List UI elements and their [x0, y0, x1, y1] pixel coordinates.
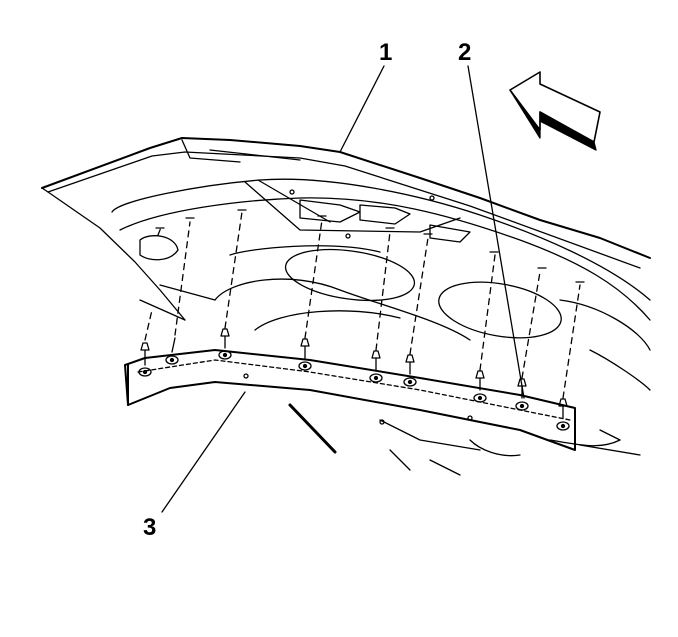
direction-arrow-icon: [509, 71, 601, 151]
retainer: [403, 377, 417, 387]
retainer: [298, 361, 312, 371]
leader-line-3: [161, 391, 246, 513]
leader-line-1: [339, 65, 385, 153]
retainer: [556, 421, 570, 431]
callout-label-3: 3: [143, 514, 157, 541]
retainer: [218, 350, 232, 360]
leader-line-2: [467, 65, 525, 399]
hood-panel: [41, 137, 651, 476]
retainer: [165, 355, 179, 365]
callout-label-2: 2: [458, 39, 472, 66]
retainer: [515, 401, 529, 411]
retainer: [369, 373, 383, 383]
retainer-group: [138, 328, 570, 431]
retainer: [138, 367, 152, 377]
callout-label-1: 1: [379, 39, 393, 66]
insulator-strip: [124, 349, 576, 451]
leader-lines: [161, 65, 525, 513]
alignment-lines: [144, 211, 581, 399]
retainer: [473, 393, 487, 403]
upper-fastener-marks: [155, 209, 585, 283]
